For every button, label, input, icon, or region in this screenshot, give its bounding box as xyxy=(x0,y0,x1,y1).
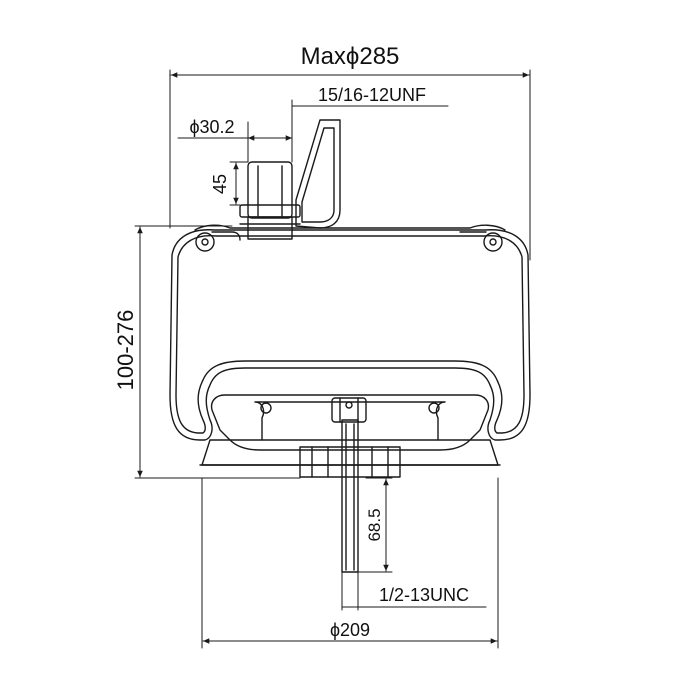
bellows-inner-profile xyxy=(175,235,525,434)
max-diameter-label: Maxϕ285 xyxy=(301,43,400,70)
top-bead-plate xyxy=(194,224,506,231)
bellows-outer-profile xyxy=(169,229,531,441)
piston-body xyxy=(210,394,490,451)
bottom-thread-label: 1/2-13UNC xyxy=(379,585,469,605)
lower-stud xyxy=(331,397,367,573)
upper-stud xyxy=(239,161,301,240)
height-range-label: 100-276 xyxy=(113,310,138,391)
lower-stud-length-label: 68.5 xyxy=(365,508,384,541)
upper-bracket xyxy=(295,119,341,229)
piston-base xyxy=(199,446,501,478)
stud-diameter-label: ϕ30.2 xyxy=(189,117,234,137)
base-diameter-label: ϕ209 xyxy=(330,620,370,640)
right-crimp-bead xyxy=(483,232,503,252)
top-thread-label: 15/16-12UNF xyxy=(318,85,426,105)
stud-height-label: 45 xyxy=(210,174,230,194)
left-crimp-bead xyxy=(195,232,215,252)
